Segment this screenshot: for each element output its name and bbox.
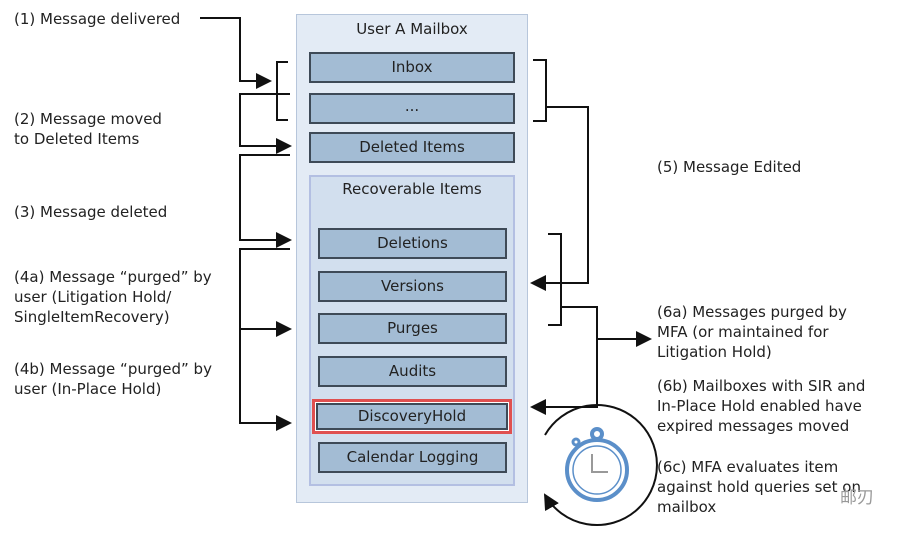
label-step1: (1) Message delivered <box>14 10 181 28</box>
discoveryhold-label: DiscoveryHold <box>316 403 508 430</box>
line: expired messages moved <box>657 417 850 435</box>
arrow-step4 <box>239 248 292 431</box>
bracket-left-inbox <box>276 61 288 121</box>
recoverable-items-title: Recoverable Items <box>342 180 482 198</box>
line: to Deleted Items <box>14 130 140 148</box>
line: user (In-Place Hold) <box>14 380 162 398</box>
line: mailbox <box>657 498 717 516</box>
label-step4a: (4a) Message “purged” by user (Litigation… <box>14 267 212 327</box>
line: In-Place Hold enabled have <box>657 397 862 415</box>
line: user (Litigation Hold/ <box>14 288 172 306</box>
folder-other: ... <box>309 93 515 124</box>
stopwatch-icon <box>565 427 629 502</box>
label-step6c: (6c) MFA evaluates item against hold quer… <box>657 457 861 517</box>
folder-calendar-logging: Calendar Logging <box>318 442 507 473</box>
folder-versions: Versions <box>318 271 507 302</box>
folder-deletions: Deletions <box>318 228 507 259</box>
folder-inbox: Inbox <box>309 52 515 83</box>
line: (4a) Message “purged” by <box>14 268 212 286</box>
line: (6c) MFA evaluates item <box>657 458 839 476</box>
arrow-step2 <box>239 93 292 154</box>
line: (6a) Messages purged by <box>657 303 847 321</box>
line: (2) Message moved <box>14 110 162 128</box>
line: MFA (or maintained for <box>657 323 829 341</box>
line: against hold queries set on <box>657 478 861 496</box>
folder-purges: Purges <box>318 313 507 344</box>
line: (4b) Message “purged” by <box>14 360 212 378</box>
bracket-right-recoverable <box>548 233 562 326</box>
arrow-step3 <box>239 154 292 248</box>
line: (6b) Mailboxes with SIR and <box>657 377 866 395</box>
label-step5: (5) Message Edited <box>657 158 802 176</box>
circular-arrow-icon <box>543 404 658 526</box>
line: SingleItemRecovery) <box>14 308 170 326</box>
folder-discoveryhold: DiscoveryHold <box>312 399 512 434</box>
label-step3: (3) Message deleted <box>14 203 168 221</box>
label-step6a: (6a) Messages purged by MFA (or maintaine… <box>657 302 847 362</box>
line: Litigation Hold) <box>657 343 772 361</box>
label-step4b: (4b) Message “purged” by user (In-Place H… <box>14 359 212 399</box>
arrow-step6b <box>530 306 598 415</box>
label-step2: (2) Message moved to Deleted Items <box>14 109 162 149</box>
mailbox-title: User A Mailbox <box>356 20 468 38</box>
folder-deleted-items: Deleted Items <box>309 132 515 163</box>
folder-audits: Audits <box>318 356 507 387</box>
watermark: 邮刃 <box>840 488 874 508</box>
arrow-step1 <box>200 17 272 89</box>
